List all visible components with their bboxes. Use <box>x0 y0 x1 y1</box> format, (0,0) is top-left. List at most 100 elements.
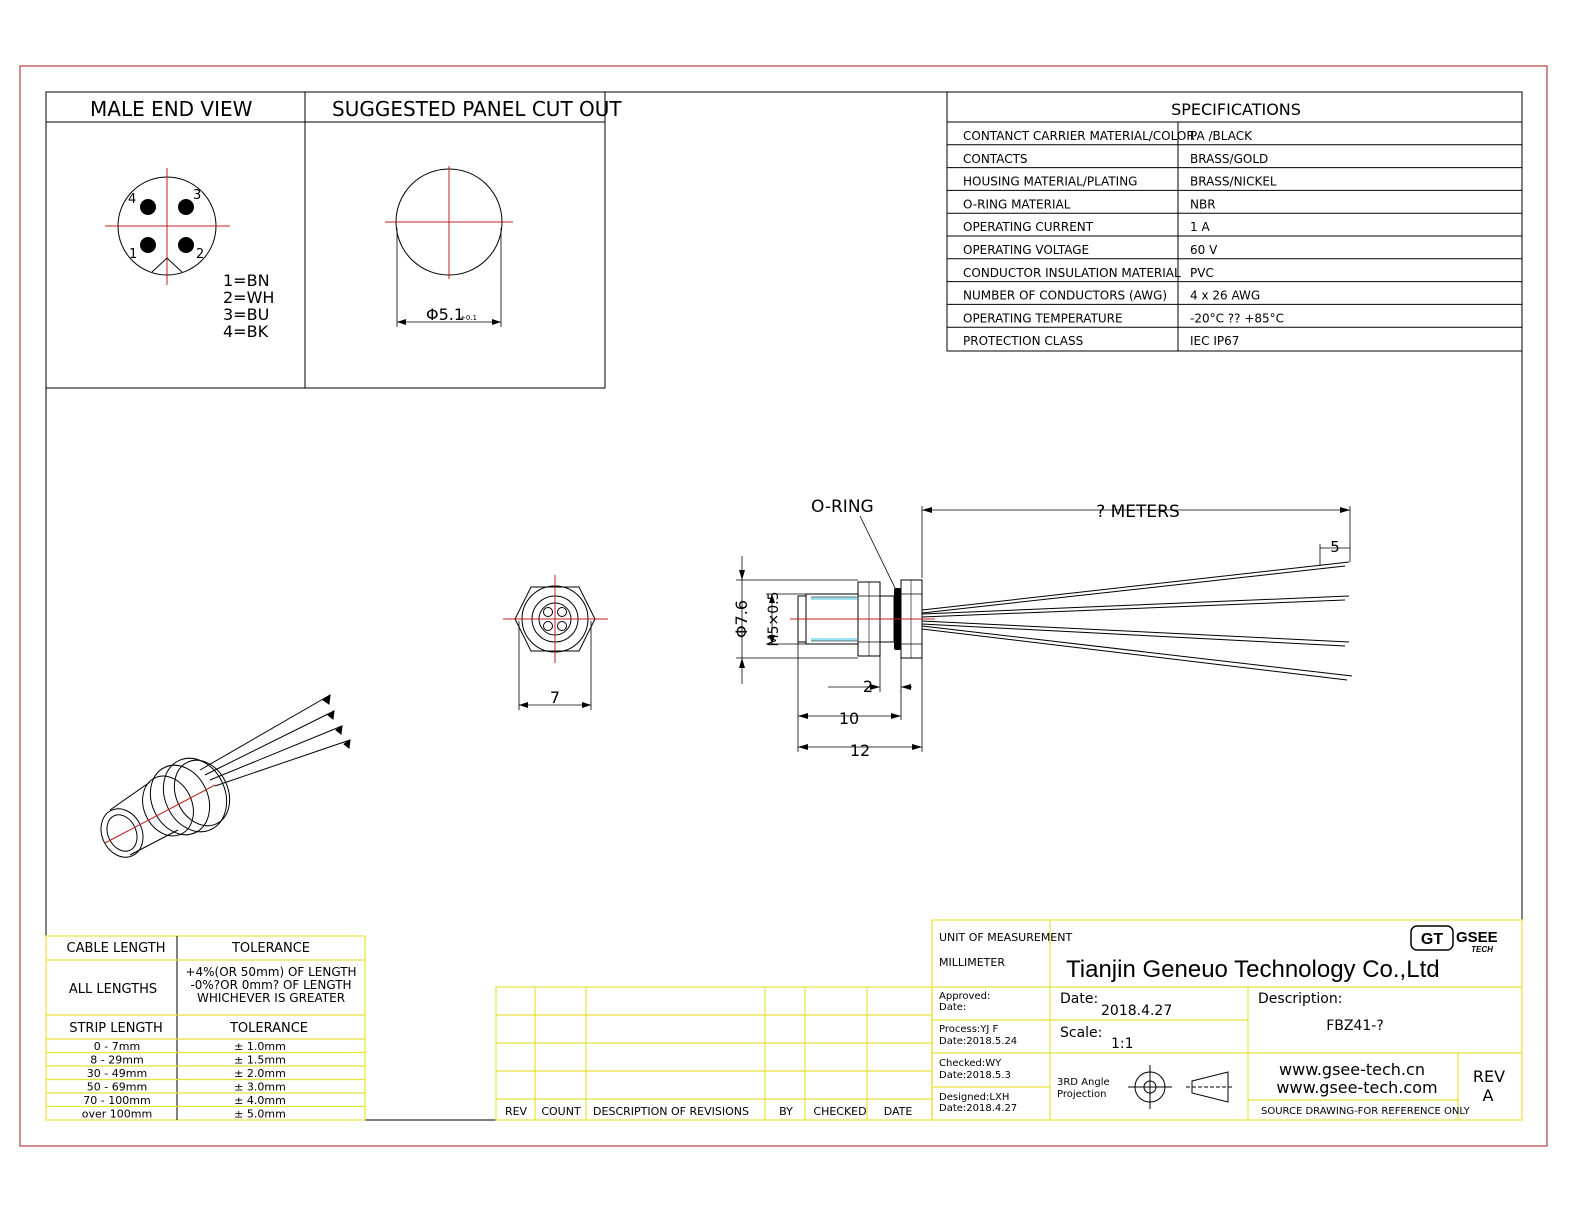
strip-tolerance-header: TOLERANCE <box>229 1021 308 1036</box>
spec-value: 60 V <box>1190 243 1218 257</box>
spec-label: OPERATING CURRENT <box>963 220 1094 234</box>
cutout-tolerance: +0.1 <box>460 314 477 322</box>
outer-diameter-dim: Φ7.6 <box>732 600 751 638</box>
pin-legend-2: 2=WH <box>223 288 274 307</box>
pin-number-4: 4 <box>128 192 136 207</box>
pin-number-3: 3 <box>193 188 201 203</box>
strip-range: 70 - 100mm <box>83 1094 150 1107</box>
strip-range: 30 - 49mm <box>87 1067 147 1080</box>
spec-value: -20°C ?? +85°C <box>1190 311 1284 325</box>
rev-value: A <box>1483 1086 1494 1105</box>
thread-dim: M5×0.5 <box>766 592 782 647</box>
unit-value: MILLIMETER <box>939 956 1005 969</box>
rev-col-rev: REV <box>505 1105 528 1118</box>
pin-legend-1: 1=BN <box>223 271 270 290</box>
pin-4 <box>140 199 156 215</box>
specifications-title: SPECIFICATIONS <box>1171 100 1301 119</box>
pin-2 <box>178 237 194 253</box>
pin-1 <box>140 237 156 253</box>
spec-label: NUMBER OF CONDUCTORS (AWG) <box>963 289 1167 303</box>
key-notch <box>151 257 183 273</box>
spec-value: 4 x 26 AWG <box>1190 289 1260 303</box>
rev-col-checked: CHECKED <box>813 1105 866 1118</box>
gsee-logo: GT GSEE TECH <box>1410 925 1498 954</box>
cutout-diameter: Φ5.1 <box>426 305 464 324</box>
oring-label: O-RING <box>811 497 874 517</box>
male-end-view-title: MALE END VIEW <box>90 97 253 121</box>
company-name: Tianjin Geneuo Technology Co.,Ltd <box>1066 956 1440 983</box>
scale-value: 1:1 <box>1111 1036 1134 1052</box>
panel-cutout-title: SUGGESTED PANEL CUT OUT <box>332 97 622 121</box>
source-note: SOURCE DRAWING-FOR REFERENCE ONLY <box>1261 1106 1471 1117</box>
pin-legend-3: 3=BU <box>223 305 269 324</box>
dim-12: 12 <box>850 741 870 760</box>
description-value: FBZ41-? <box>1326 1018 1384 1034</box>
strip-tolerance: ± 1.0mm <box>234 1040 286 1053</box>
rev-col-count: COUNT <box>541 1105 581 1118</box>
pin-number-2: 2 <box>196 247 204 262</box>
strip-tolerance: ± 1.5mm <box>234 1054 286 1067</box>
wires <box>921 561 1353 681</box>
spec-label: CONDUCTOR INSULATION MATERIAL <box>963 266 1181 280</box>
process-date: Date:2018.5.24 <box>939 1036 1017 1047</box>
rev-label: REV <box>1473 1067 1505 1086</box>
strip-tolerance: ± 5.0mm <box>234 1108 286 1121</box>
isometric-view <box>100 693 351 858</box>
spec-label: O-RING MATERIAL <box>963 197 1071 211</box>
cable-length-dim: ? METERS <box>1096 502 1180 522</box>
tolerance-header: TOLERANCE <box>231 941 310 956</box>
process-by: Process:YJ F <box>939 1024 999 1035</box>
spec-label: HOUSING MATERIAL/PLATING <box>963 175 1137 189</box>
strip-range: 8 - 29mm <box>90 1054 143 1067</box>
logo-gsee: GSEE <box>1456 929 1498 946</box>
tolerance-table: CABLE LENGTH TOLERANCE ALL LENGTHS +4%(O… <box>45 935 366 1121</box>
strip-range: 50 - 69mm <box>87 1081 147 1094</box>
spec-value: IEC IP67 <box>1190 334 1239 348</box>
front-pin <box>557 621 567 631</box>
rev-col-date: DATE <box>884 1105 913 1118</box>
outer-frame <box>19 65 1548 1147</box>
strip-tolerance: ± 3.0mm <box>234 1081 286 1094</box>
spec-label: OPERATING VOLTAGE <box>963 243 1089 257</box>
approved-date-label: Date: <box>939 1002 966 1013</box>
date-label: Date: <box>1060 991 1098 1007</box>
spec-value: 1 A <box>1190 220 1210 234</box>
strip-range: 0 - 7mm <box>94 1040 140 1053</box>
spec-label: CONTANCT CARRIER MATERIAL/COLOR <box>963 129 1195 143</box>
dim-10: 10 <box>839 709 859 728</box>
all-lengths-tol-1: +4%(OR 50mm) OF LENGTH <box>185 965 356 979</box>
website-2: www.gsee-tech.com <box>1276 1078 1437 1097</box>
strip-tolerance: ± 4.0mm <box>234 1094 286 1107</box>
dim-2: 2 <box>863 677 873 696</box>
revisions-table: REV COUNT DESCRIPTION OF REVISIONS BY CH… <box>495 986 933 1121</box>
checked-date: Date:2018.5.3 <box>939 1070 1011 1081</box>
approved-label: Approved: <box>939 991 990 1002</box>
date-value: 2018.4.27 <box>1101 1003 1172 1019</box>
all-lengths-tol-3: WHICHEVER IS GREATER <box>197 991 345 1005</box>
designed-by: Designed:LXH <box>939 1092 1009 1103</box>
all-lengths-label: ALL LENGTHS <box>69 982 157 997</box>
spec-label: PROTECTION CLASS <box>963 334 1083 348</box>
panel-cutout-panel: SUGGESTED PANEL CUT OUT Φ5.1 +0.1 <box>304 91 622 389</box>
third-angle-projection-icon <box>1128 1065 1234 1109</box>
all-lengths-tol-2: -0%?OR 0mm? OF LENGTH <box>190 978 351 992</box>
designed-date: Date:2018.4.27 <box>939 1103 1017 1114</box>
rev-col-by: BY <box>779 1105 793 1118</box>
description-label: Description: <box>1258 991 1342 1007</box>
front-pin <box>543 621 553 631</box>
rev-col-description: DESCRIPTION OF REVISIONS <box>593 1105 749 1118</box>
spec-value: BRASS/GOLD <box>1190 152 1268 166</box>
spec-value: PA /BLACK <box>1190 129 1253 143</box>
spec-label: CONTACTS <box>963 152 1028 166</box>
pin-legend-4: 4=BK <box>223 322 269 341</box>
checked-by: Checked:WY <box>939 1058 1002 1069</box>
front-view: 7 <box>503 575 608 710</box>
cable-length-header: CABLE LENGTH <box>67 941 166 956</box>
front-width-dim: 7 <box>550 688 560 707</box>
spec-value: NBR <box>1190 197 1216 211</box>
specifications-table: SPECIFICATIONS CONTANCT CARRIER MATERIAL… <box>946 91 1523 352</box>
spec-label: OPERATING TEMPERATURE <box>963 311 1123 325</box>
projection-line-2: Projection <box>1057 1089 1106 1100</box>
spec-value: PVC <box>1190 266 1214 280</box>
